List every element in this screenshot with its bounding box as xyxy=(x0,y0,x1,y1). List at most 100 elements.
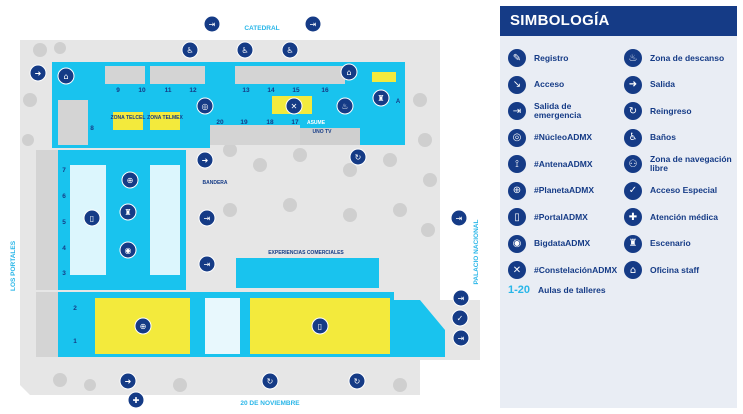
svg-text:↻: ↻ xyxy=(267,377,274,386)
nucleo-icon: ◎ xyxy=(508,128,526,147)
legend-item: ♨Zona de descanso xyxy=(624,46,735,70)
emergency-exit-icon: ⇥ xyxy=(452,289,470,307)
experiencias-label: EXPERIENCIAS COMERCIALES xyxy=(268,250,344,256)
banos-icon: ♿ xyxy=(181,41,199,59)
experiencias-block xyxy=(236,258,379,288)
reingreso-icon: ↻ xyxy=(349,148,367,166)
room-number: 7 xyxy=(62,167,66,174)
legend-item-label: #PlanetaADMX xyxy=(534,185,594,195)
legend-item: ✓Acceso Especial xyxy=(624,179,735,203)
legend-item-label: Oficina staff xyxy=(650,264,700,275)
legend-item-label: Salida de emergencia xyxy=(534,101,582,120)
room-number: 13 xyxy=(242,87,250,94)
room-number: 12 xyxy=(189,87,197,94)
legend-item: ♿Baños xyxy=(624,126,735,150)
svg-text:♨: ♨ xyxy=(341,102,348,111)
salida-icon: ➜ xyxy=(119,372,137,390)
legend-item: ⚇Zona de navegación libre xyxy=(624,152,735,176)
bandera-label: BANDERA xyxy=(203,180,228,186)
room-number: 17 xyxy=(291,119,299,126)
room-number: 15 xyxy=(292,87,300,94)
zona-telcel-label: ZONA TELCEL xyxy=(111,115,146,121)
emergency-exit-icon: ⇥ xyxy=(452,329,470,347)
legend-item-label: #AntenaADMX xyxy=(534,158,593,169)
svg-text:♜: ♜ xyxy=(124,208,131,217)
svg-text:♜: ♜ xyxy=(377,94,384,103)
acceso-especial-icon: ✓ xyxy=(451,309,469,327)
legend-talleres: 1-20 Aulas de talleres xyxy=(508,284,606,296)
legend-item: ⊕#PlanetaADMX xyxy=(508,179,619,203)
legend-item-label: #PortalADMX xyxy=(534,211,588,222)
portal-icon: ▯ xyxy=(83,209,101,227)
room-number: 9 xyxy=(116,87,120,94)
medical-icon: ✚ xyxy=(624,208,642,226)
salida-icon: ➜ xyxy=(196,151,214,169)
room-number: 18 xyxy=(266,119,274,126)
svg-text:⌂: ⌂ xyxy=(346,68,351,77)
escenario-icon: ♜ xyxy=(372,89,390,107)
svg-text:⇥: ⇥ xyxy=(458,334,465,343)
legend-item-label: #NúcleoADMX xyxy=(534,132,593,142)
legend-item: ◎ #NúcleoADMX xyxy=(508,126,619,150)
room-number: 5 xyxy=(62,219,66,226)
legend-item: ✕#ConstelaciónADMX xyxy=(508,258,619,282)
bigdata-icon: ◉ xyxy=(508,234,526,253)
asume-label: ASUME xyxy=(307,120,326,126)
legend-item: ✎ Registro xyxy=(508,46,619,70)
room-number: 20 xyxy=(216,119,224,126)
trees xyxy=(22,42,437,392)
legend-title: SIMBOLOGÍA xyxy=(500,6,737,36)
descanso-icon: ♨ xyxy=(336,97,354,115)
registro-icon: ✎ xyxy=(508,49,526,67)
legend-item: ⟟ #AntenaADMX xyxy=(508,152,619,176)
street-left: LOS PORTALES xyxy=(10,240,17,291)
svg-text:⇥: ⇥ xyxy=(458,294,465,303)
legend-item-label: #ConstelaciónADMX xyxy=(534,264,618,275)
legend-item-label: Acceso Especial xyxy=(650,185,718,195)
escenario-icon: ♜ xyxy=(624,234,642,253)
svg-text:◎: ◎ xyxy=(202,102,209,111)
svg-text:⇥: ⇥ xyxy=(456,214,463,223)
legend-item: ↘Acceso xyxy=(508,73,619,97)
room-number: 4 xyxy=(62,245,66,252)
legend-item-label: Salida xyxy=(650,79,676,89)
legend-item: ↻Reingreso xyxy=(624,99,735,123)
svg-text:⇥: ⇥ xyxy=(204,260,211,269)
oficina-icon: ⌂ xyxy=(340,63,358,81)
room-number: 16 xyxy=(321,87,329,94)
antena-icon: ⟟ xyxy=(508,155,526,173)
stage-a-label: A xyxy=(396,99,401,105)
legend-item-label: Atención médica xyxy=(650,211,719,222)
svg-text:✕: ✕ xyxy=(291,102,298,111)
descanso-icon: ♨ xyxy=(624,49,642,67)
svg-text:⊕: ⊕ xyxy=(127,176,134,185)
ramp xyxy=(394,300,445,357)
zona-telmex-label: ZONA TELMEX xyxy=(147,115,183,121)
svg-text:↻: ↻ xyxy=(354,377,361,386)
svg-text:◉: ◉ xyxy=(125,246,132,255)
oficina-icon: ⌂ xyxy=(624,261,642,279)
svg-text:➜: ➜ xyxy=(35,69,42,78)
talleres-label: Aulas de talleres xyxy=(538,285,606,295)
svg-text:➜: ➜ xyxy=(125,377,132,386)
emergency-exit-icon: ⇥ xyxy=(203,15,221,33)
salida-icon: ➜ xyxy=(624,75,642,94)
escenario-icon: ♜ xyxy=(119,203,137,221)
talleres-range: 1-20 xyxy=(508,284,531,296)
medical-icon: ✚ xyxy=(127,391,145,409)
room-number: 1 xyxy=(73,338,77,345)
svg-text:▯: ▯ xyxy=(90,214,94,223)
legend-item: ⌂ Oficina staff xyxy=(624,258,735,282)
emergency-exit-icon: ⇥ xyxy=(450,209,468,227)
svg-text:▯: ▯ xyxy=(318,322,322,331)
banos-icon: ♿ xyxy=(281,41,299,59)
street-bottom: 20 DE NOVIEMBRE xyxy=(240,400,300,407)
legend-item-label: Registro xyxy=(534,52,569,63)
unotv-label: UNO TV xyxy=(313,129,333,135)
emergency-exit-icon: ⇥ xyxy=(198,255,216,273)
legend-item: ⇥Salida de emergencia xyxy=(508,99,619,123)
legend-item: ➜ Salida xyxy=(624,73,735,97)
constelacion-icon: ✕ xyxy=(285,97,303,115)
nucleo-icon: ◎ xyxy=(196,97,214,115)
